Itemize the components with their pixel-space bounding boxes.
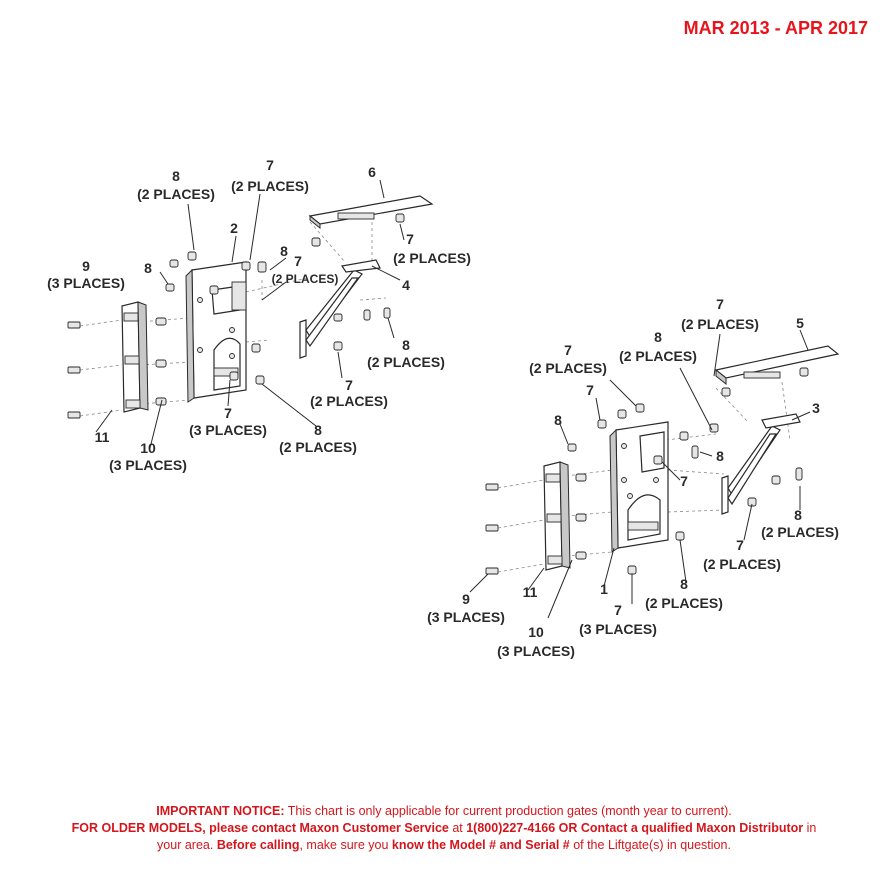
- notice-at-text: at: [448, 821, 467, 835]
- callout-11: 11: [95, 429, 110, 445]
- leader-lines-right: [469, 329, 811, 619]
- labels-right: 7 (2 PLACES) 5 8 (2 PLACES) 7 (2 PLACES)…: [427, 296, 839, 659]
- callout-7: 7: [564, 342, 572, 358]
- notice-know-bold: know the Model # and Serial #: [391, 838, 570, 852]
- callout-qty: (3 PLACES): [427, 609, 505, 625]
- notice-lead-bold: IMPORTANT NOTICE:: [156, 804, 285, 818]
- bolts-9-right: [485, 483, 499, 575]
- callout-qty: (2 PLACES): [681, 316, 759, 332]
- callout-qty: (2 PLACES): [310, 393, 388, 409]
- callout-qty: (3 PLACES): [497, 643, 575, 659]
- notice-phone-bold: 1(800)227-4166 OR Contact a qualified Ma…: [466, 821, 804, 835]
- bolts-9: [67, 321, 81, 419]
- callout-qty: (3 PLACES): [579, 621, 657, 637]
- callout-8: 8: [794, 507, 802, 523]
- callout-7: 7: [294, 253, 302, 269]
- callout-7: 7: [716, 296, 724, 312]
- notice-tail-text: of the Liftgate(s) in question.: [569, 838, 731, 852]
- callout-7: 7: [614, 602, 622, 618]
- left-assembly: [67, 179, 434, 449]
- top-beam-6: [308, 195, 434, 230]
- notice-make-text: , make sure you: [299, 838, 392, 852]
- callout-8: 8: [144, 260, 152, 276]
- callout-1: 1: [600, 581, 608, 597]
- spacer-bar-11: [121, 301, 149, 413]
- spacer-bar-11-right: [543, 461, 571, 571]
- callout-8: 8: [716, 448, 724, 464]
- callout-9: 9: [462, 591, 470, 607]
- callout-8: 8: [314, 422, 322, 438]
- callout-qty: (2 PLACES): [231, 178, 309, 194]
- notice-before-bold: Before calling: [216, 838, 300, 852]
- callout-8: 8: [280, 243, 288, 259]
- callout-3: 3: [812, 400, 820, 416]
- callout-qty: (3 PLACES): [109, 457, 187, 473]
- callout-11: 11: [523, 584, 538, 600]
- assembly-line: [497, 381, 791, 573]
- right-assembly: [469, 329, 840, 619]
- main-plate-1: [609, 421, 669, 553]
- notice-lead-text: This chart is only applicable for curren…: [284, 804, 732, 818]
- callout-qty: (2 PLACES): [367, 354, 445, 370]
- callout-10: 10: [528, 624, 544, 640]
- callout-7: 7: [345, 377, 353, 393]
- hardware-right: [567, 367, 809, 575]
- callout-8: 8: [554, 412, 562, 428]
- callout-7: 7: [224, 405, 232, 421]
- callout-qty: (2 PLACES): [529, 360, 607, 376]
- important-notice: IMPORTANT NOTICE: This chart is only app…: [60, 803, 828, 854]
- main-plate-2: [185, 261, 247, 403]
- callout-qty: (2 PLACES): [137, 186, 215, 202]
- callout-8: 8: [172, 168, 180, 184]
- callout-qty: (2 PLACES): [279, 439, 357, 455]
- callout-8: 8: [680, 576, 688, 592]
- callout-qty: (3 PLACES): [189, 422, 267, 438]
- callout-qty: (2 PLACES): [393, 250, 471, 266]
- callout-7: 7: [586, 382, 594, 398]
- callout-7: 7: [266, 157, 274, 173]
- callout-2: 2: [230, 220, 238, 236]
- callout-qty: (2 PLACES): [761, 524, 839, 540]
- callout-qty: (2 PLACES): [272, 272, 339, 286]
- top-beam-5: [714, 345, 840, 386]
- callout-8: 8: [654, 329, 662, 345]
- callout-7: 7: [680, 473, 688, 489]
- brace-3: [721, 413, 801, 515]
- callout-4: 4: [402, 277, 410, 293]
- callout-qty: (3 PLACES): [47, 275, 125, 291]
- callout-5: 5: [796, 315, 804, 331]
- callout-6: 6: [368, 164, 376, 180]
- callout-qty: (2 PLACES): [703, 556, 781, 572]
- callout-9: 9: [82, 258, 90, 274]
- callout-7: 7: [406, 231, 414, 247]
- callout-qty: (2 PLACES): [619, 348, 697, 364]
- labels-left: 8 (2 PLACES) 7 (2 PLACES) 6 2 7 (2 PLACE…: [47, 157, 471, 473]
- notice-area-text: in your area.: [157, 821, 817, 852]
- bushings-10: [155, 317, 167, 406]
- date-range-header: MAR 2013 - APR 2017: [683, 18, 868, 38]
- callout-8: 8: [402, 337, 410, 353]
- leader-lines-left: [95, 179, 405, 449]
- callout-10: 10: [140, 440, 156, 456]
- brace-4: [299, 259, 381, 359]
- callout-qty: (2 PLACES): [645, 595, 723, 611]
- notice-older-bold: FOR OLDER MODELS, please contact Maxon C…: [71, 821, 449, 835]
- bushings-10-right: [575, 473, 587, 560]
- callout-7: 7: [736, 537, 744, 553]
- hardware-left: [165, 213, 405, 385]
